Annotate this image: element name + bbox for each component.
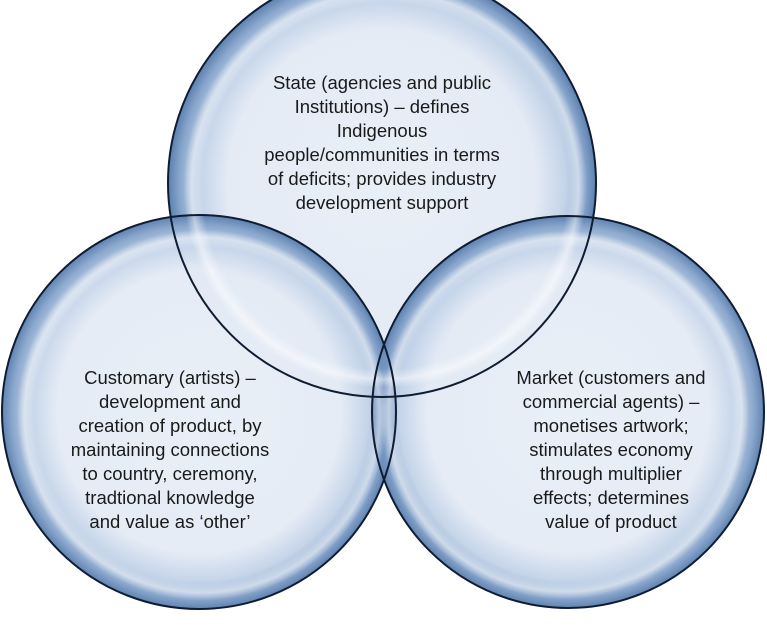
state-label-line: of deficits; provides industry	[267, 168, 497, 189]
outline-state	[167, 0, 597, 398]
market-label-line: value of product	[545, 511, 677, 532]
state-label-line: State (agencies and public	[272, 72, 492, 93]
market-label-line: Market (customers and	[516, 367, 706, 388]
market-label: Market (customers and commercial agents)…	[461, 366, 761, 534]
customary-label-line: and value as ‘other’	[89, 511, 251, 532]
shine-customary	[11, 224, 393, 606]
state-label-line: development support	[295, 192, 469, 213]
market-label-line: stimulates economy	[529, 439, 693, 460]
state-label-line: Institutions) – defines	[294, 96, 470, 117]
customary-label-line: maintaining connections	[70, 439, 270, 460]
customary-label: Customary (artists) – development and cr…	[20, 366, 320, 534]
outline-customary	[1, 214, 397, 610]
market-label-line: monetises artwork;	[533, 415, 689, 436]
customary-label-line: Customary (artists) –	[84, 367, 256, 388]
state-label-line: people/communities in terms	[264, 144, 500, 165]
market-label-line: through multiplier	[540, 463, 682, 484]
customary-label-line: to country, ceremony,	[82, 463, 258, 484]
customary-label-line: tradtional knowledge	[85, 487, 255, 508]
shine-market	[375, 225, 755, 605]
state-label-line: Indigenous	[336, 120, 428, 141]
outline-market	[371, 215, 765, 609]
market-label-line: effects; determines	[533, 487, 689, 508]
state-label: State (agencies and public Institutions)…	[232, 71, 532, 215]
customary-label-line: development and	[99, 391, 241, 412]
customary-label-line: creation of product, by	[78, 415, 262, 436]
market-label-line: commercial agents) –	[522, 391, 700, 412]
